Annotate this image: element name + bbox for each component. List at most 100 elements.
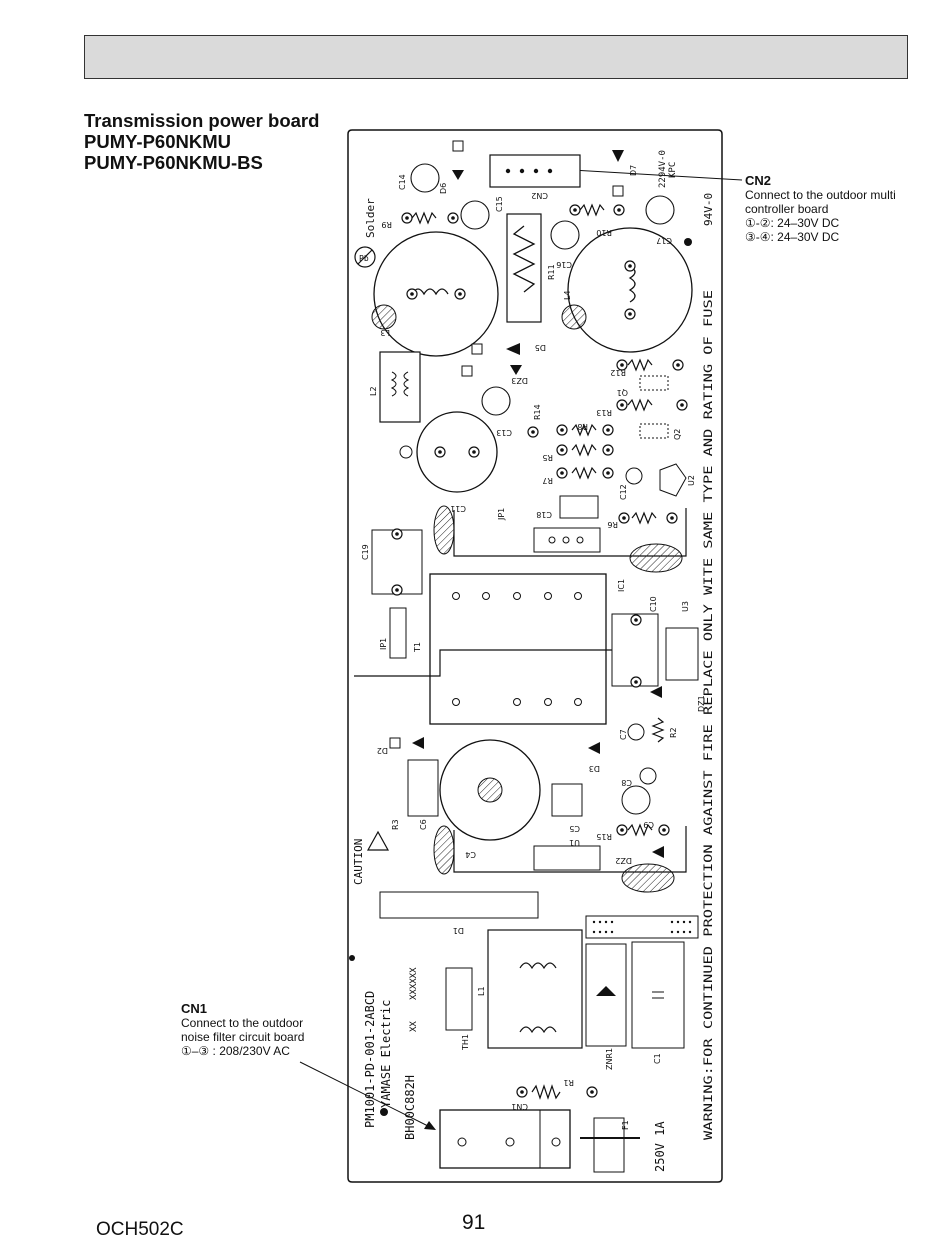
c1-ref: C1	[653, 1053, 662, 1064]
pcb-warning-text: WARNING:FOR CONTINUED PROTECTION AGAINST…	[701, 290, 715, 1140]
r2-ref: R2	[669, 727, 678, 738]
r14-ref: R14	[533, 404, 542, 420]
c11-ref: C11	[450, 504, 466, 513]
c15-ref: C15	[495, 196, 504, 212]
r5-ref: R5	[542, 453, 553, 462]
pcb-part-number: PM1001-PD-001-2ABCD	[363, 991, 377, 1128]
hatch-pad-upper-right	[629, 543, 683, 573]
resistor-r7	[571, 466, 597, 480]
jp1-ref: JP1	[497, 508, 506, 521]
pcb-rating-code: 94V-0	[702, 193, 715, 226]
capacitor-c1	[631, 941, 685, 1049]
resistor-r11-zigzag-icon	[512, 225, 536, 293]
l1-coil-top-icon	[519, 962, 557, 970]
cn1-callout: CN1 Connect to the outdoor noise filter …	[181, 1001, 304, 1058]
l4-hatch-pad	[561, 304, 587, 330]
diode-d5-icon	[506, 343, 520, 355]
capacitor-c5	[551, 783, 583, 817]
resistor-r13	[627, 398, 653, 412]
l1-ref: L1	[477, 986, 486, 996]
resistor-r8	[571, 423, 597, 437]
r9-ref: R9	[381, 220, 392, 229]
regulator-u1	[533, 845, 601, 871]
c17-ref: C17	[656, 236, 672, 245]
capacitor-c17	[645, 195, 675, 225]
c7-ref: C7	[619, 729, 628, 740]
transistor-q2	[639, 423, 669, 439]
lead-free-text: Pb	[359, 254, 369, 263]
diode-d7-pad	[612, 185, 624, 197]
u3-ref: U3	[681, 601, 690, 612]
resistor-r12	[627, 358, 653, 372]
diode-d2-icon	[412, 737, 424, 749]
inductor-l2	[379, 351, 421, 423]
capacitor-c19	[371, 529, 423, 595]
dz3-ref: DZ3	[511, 376, 528, 385]
q2-ref: Q2	[673, 429, 682, 440]
pcb-model-code: BH00C882H	[403, 1075, 417, 1140]
cn2-callout-line-1: Connect to the outdoor multi	[745, 188, 896, 202]
hatch-pad-lower-right	[621, 863, 675, 893]
cn1-callout-title: CN1	[181, 1001, 208, 1016]
l2-ref: L2	[369, 386, 378, 396]
u2-ref: U2	[687, 475, 696, 486]
cn1-pointer-line	[299, 1061, 431, 1128]
pcb-maker-name: YAMASE Electric	[379, 1000, 393, 1108]
r1-ref: R1	[563, 1078, 574, 1087]
d6-ref: D6	[439, 183, 448, 194]
capacitor-c8	[639, 767, 657, 785]
header-band	[84, 35, 908, 79]
c6-ref: C6	[419, 819, 428, 830]
r10-ref: R10	[596, 228, 612, 237]
diode-d7-icon	[612, 150, 624, 162]
t1-pins	[452, 592, 582, 706]
lead-free-slash	[357, 249, 373, 265]
fuse-f1	[593, 1117, 625, 1173]
c14-ref: C14	[398, 174, 407, 190]
d2-ref: D2	[377, 746, 388, 755]
capacitor-c4	[439, 739, 541, 841]
pcb-caution-label: CAUTION	[352, 839, 365, 885]
c13-ref: C13	[496, 428, 512, 437]
hatch-pad-lower-left	[433, 825, 455, 875]
u1-ref: U1	[569, 838, 580, 847]
capacitor-c13	[481, 386, 511, 416]
ic1-ref: IC1	[617, 579, 626, 592]
cn2-callout-line-2: controller board	[745, 202, 829, 216]
document-code: OCH502C	[96, 1219, 184, 1240]
cn2-ref: CN2	[531, 191, 548, 200]
inductor-l2-coil-icon	[390, 371, 410, 397]
resistor-r9	[411, 211, 437, 225]
d3-ref: D3	[589, 764, 600, 773]
r11-ref: R11	[547, 264, 556, 280]
dz1-ref: DZ1	[697, 695, 706, 712]
l4-ref: L4	[563, 290, 572, 300]
capacitor-c15	[460, 200, 490, 230]
l3-ref: L3	[380, 328, 390, 337]
th1-ref: TH1	[461, 1034, 470, 1051]
diode-bridge-d1	[379, 891, 539, 919]
capacitor-c11	[416, 411, 498, 493]
mounting-hole-bottom-left	[380, 1108, 388, 1116]
diode-d5-pad	[471, 343, 483, 355]
resistor-r10	[579, 203, 605, 217]
f1-ref: F1	[621, 1120, 630, 1130]
resistor-r11	[506, 213, 542, 323]
c5-ref: C5	[569, 824, 580, 833]
pcb-date-code: 2294V-0	[658, 150, 668, 188]
ip1-ref: IP1	[379, 638, 388, 650]
connector-block-dots	[592, 920, 692, 934]
capacitor-c7	[627, 723, 645, 741]
c8-ref: C8	[621, 778, 632, 787]
inductor-l3	[373, 231, 499, 357]
l1-coil-bottom-icon	[519, 1026, 557, 1034]
l3-hatch-pad	[371, 304, 397, 330]
pad-square-left	[461, 365, 473, 377]
cn2-pointer-line	[571, 169, 743, 181]
regulator-u2	[659, 463, 687, 497]
cn1-pointer-arrowhead	[424, 1121, 436, 1130]
r12-ref: R12	[610, 368, 626, 377]
c19-ref: C19	[361, 544, 370, 560]
d7-ref: D7	[629, 165, 638, 176]
r8-ref: R8	[577, 422, 588, 431]
